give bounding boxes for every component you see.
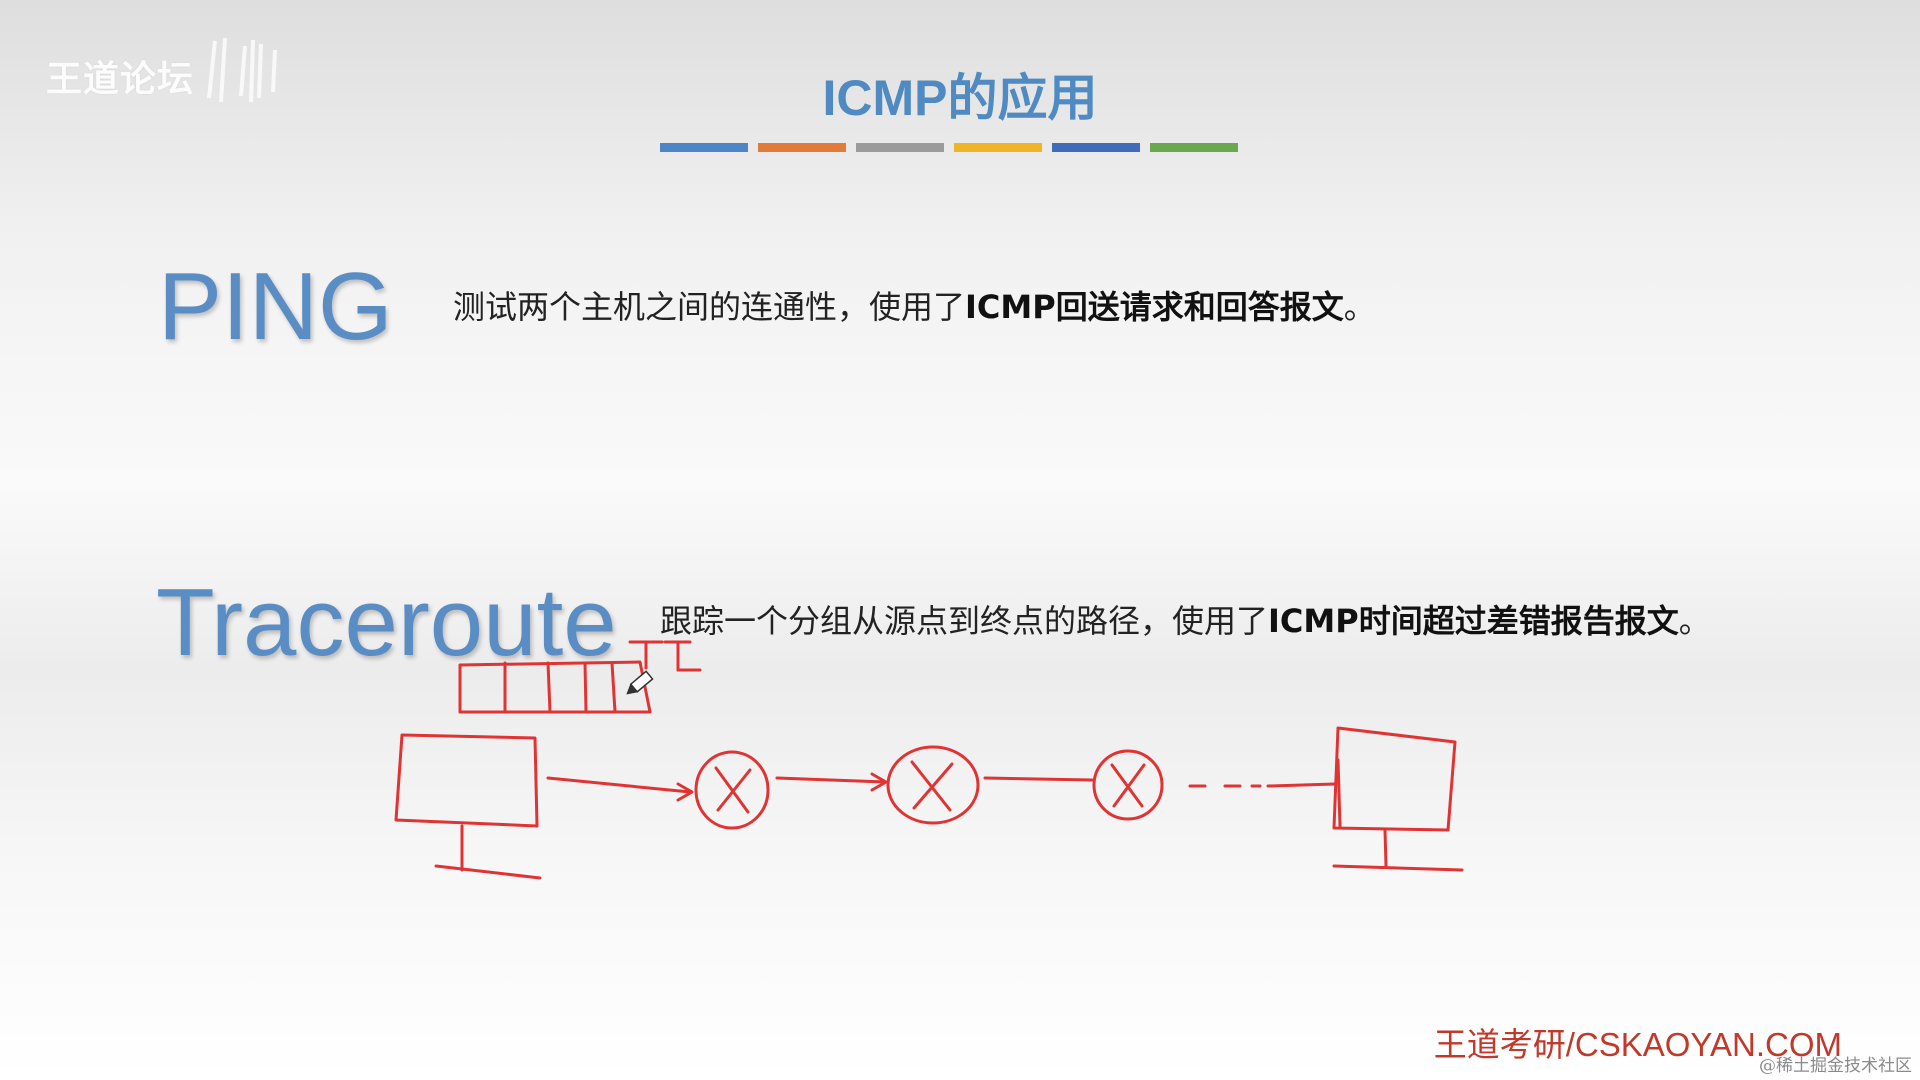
ping-description: 测试两个主机之间的连通性，使用了ICMP回送请求和回答报文。 xyxy=(453,282,1376,328)
footer-brand: 王道考研/CSKAOYAN.COM xyxy=(1433,1026,1842,1063)
traceroute-term: Traceroute xyxy=(156,569,617,676)
destination-host-sketch xyxy=(1332,726,1464,872)
watermark-brush-strokes xyxy=(207,37,277,103)
footer-credit: @稀土掘金技术社区 xyxy=(1759,1056,1912,1076)
color-bar xyxy=(660,143,748,152)
link-sketch xyxy=(546,772,1337,802)
pen-cursor-icon xyxy=(626,670,654,695)
watermark-logo: 王道论坛 xyxy=(46,59,195,100)
color-bar xyxy=(856,143,944,152)
color-bar xyxy=(758,143,846,152)
source-host-sketch xyxy=(394,733,542,880)
traceroute-desc-plain: 跟踪一个分组从源点到终点的路径，使用了 xyxy=(660,602,1269,640)
color-bar xyxy=(954,143,1042,152)
ping-term: PING xyxy=(158,253,393,360)
ping-desc-bold: ICMP回送请求和回答报文 xyxy=(965,288,1344,326)
traceroute-desc-bold: ICMP时间超过差错报告报文 xyxy=(1268,602,1679,640)
router-sketch xyxy=(694,745,1164,830)
slide-title: ICMP的应用 xyxy=(822,70,1098,126)
color-bar xyxy=(1150,143,1238,152)
ping-desc-end: 。 xyxy=(1343,288,1376,326)
ttl-label xyxy=(628,640,702,672)
color-bar xyxy=(1052,143,1140,152)
ping-desc-plain: 测试两个主机之间的连通性，使用了 xyxy=(453,288,966,326)
traceroute-description: 跟踪一个分组从源点到终点的路径，使用了ICMP时间超过差错报告报文。 xyxy=(660,596,1711,642)
packet-sketch xyxy=(458,660,652,714)
traceroute-desc-end: 。 xyxy=(1678,602,1711,640)
title-color-bars xyxy=(660,143,1238,152)
